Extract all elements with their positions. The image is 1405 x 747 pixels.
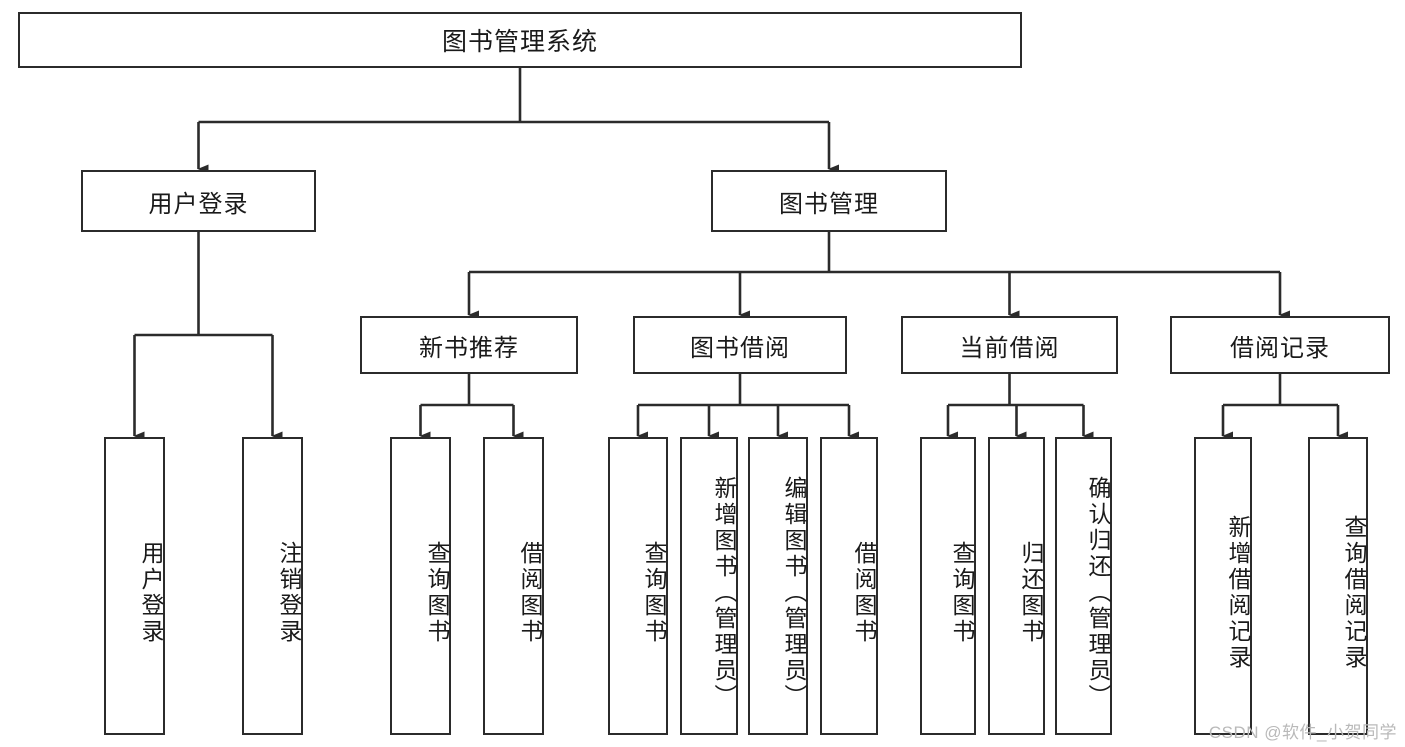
node-l-cu-query: 查询图书: [920, 437, 976, 735]
node-l-nb-borrow: 借阅图书: [483, 437, 544, 735]
node-borrow: 图书借阅: [633, 316, 847, 374]
node-login: 用户登录: [81, 170, 316, 232]
node-l-re-query: 查询借阅记录: [1308, 437, 1368, 735]
node-current: 当前借阅: [901, 316, 1118, 374]
node-l-bo-query: 查询图书: [608, 437, 668, 735]
node-l-bo-edit: 编辑图书（管理员）: [748, 437, 808, 735]
csdn-watermark: CSDN @软件_小贺同学: [1208, 723, 1397, 742]
node-l-re-add: 新增借阅记录: [1194, 437, 1252, 735]
node-records: 借阅记录: [1170, 316, 1390, 374]
node-l-bo-borrow: 借阅图书: [820, 437, 878, 735]
node-bookmgmt: 图书管理: [711, 170, 947, 232]
node-l-cu-conf: 确认归还（管理员）: [1055, 437, 1112, 735]
node-root: 图书管理系统: [18, 12, 1022, 68]
node-l-login: 用户登录: [104, 437, 165, 735]
node-l-bo-add: 新增图书（管理员）: [680, 437, 738, 735]
node-l-logout: 注销登录: [242, 437, 303, 735]
node-l-cu-return: 归还图书: [988, 437, 1045, 735]
node-l-nb-query: 查询图书: [390, 437, 451, 735]
node-newbook: 新书推荐: [360, 316, 578, 374]
